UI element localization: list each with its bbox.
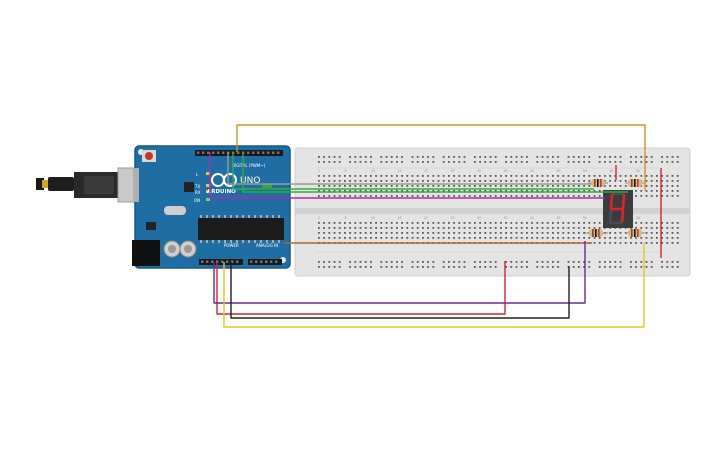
digital-header-label: DIGITAL (PWM~) xyxy=(232,163,266,168)
seven-segment-display[interactable]: 4 xyxy=(0,0,633,228)
column-number: 5 xyxy=(345,169,347,173)
column-number: 5 xyxy=(345,216,347,220)
column-number: 25 xyxy=(451,216,455,220)
led-label: RX xyxy=(195,190,201,195)
column-number: 40 xyxy=(530,216,534,220)
column-number: 25 xyxy=(451,169,455,173)
power-jack xyxy=(132,240,160,266)
led-label: TX xyxy=(194,184,200,189)
resistor xyxy=(588,179,608,187)
led-label: ON xyxy=(194,198,200,203)
column-number: 1 xyxy=(318,169,320,173)
wires xyxy=(209,124,662,328)
reset-button[interactable] xyxy=(142,150,156,162)
column-number: 50 xyxy=(583,216,587,220)
breadboard-holes xyxy=(318,156,679,268)
usb-cable xyxy=(36,167,139,203)
arduino-logo-icon: ARDUINO xyxy=(207,173,237,195)
segment-b xyxy=(621,193,626,210)
column-number: 40 xyxy=(530,169,534,173)
green-wire-2 xyxy=(242,152,628,193)
model-label: UNO xyxy=(240,176,260,186)
segment-digit xyxy=(608,192,626,225)
resistor xyxy=(625,229,645,237)
capacitor xyxy=(179,240,197,258)
atmega-chip xyxy=(198,215,284,243)
column-number: 35 xyxy=(504,216,508,220)
arduino-uno-board[interactable]: L TX RX ON ARDUINO UNO DIGITAL (PWM~) PO… xyxy=(132,145,291,269)
yellow-wire xyxy=(223,243,645,328)
column-number: 10 xyxy=(371,216,375,220)
analog-header-label: ANALOG IN xyxy=(256,243,278,248)
column-number: 60 xyxy=(636,169,640,173)
brand-label: ARDUINO xyxy=(207,189,236,195)
column-number: 45 xyxy=(557,216,561,220)
led-label: L xyxy=(196,172,199,177)
column-number: 15 xyxy=(398,216,402,220)
column-number: 60 xyxy=(636,216,640,220)
magenta-wire xyxy=(209,152,605,199)
black-wire xyxy=(230,262,570,319)
green-wire xyxy=(232,152,594,190)
orange-wire xyxy=(236,124,646,190)
digital-pin-header[interactable] xyxy=(195,150,283,156)
segment-f xyxy=(609,193,614,210)
column-number: 55 xyxy=(610,169,614,173)
column-number: 20 xyxy=(424,169,428,173)
column-number: 45 xyxy=(557,169,561,173)
purple-wire xyxy=(213,241,586,304)
column-number: 50 xyxy=(583,169,587,173)
column-number: 20 xyxy=(424,216,428,220)
capacitor xyxy=(163,240,181,258)
resistor xyxy=(625,179,645,187)
column-number: 10 xyxy=(371,169,375,173)
breadboard[interactable]: 1155101015152020252530303535404045455050… xyxy=(294,147,691,277)
board-leds: L TX RX ON xyxy=(194,172,210,203)
column-number: 35 xyxy=(504,169,508,173)
resistor xyxy=(585,229,608,237)
column-number: 30 xyxy=(477,216,481,220)
gray-wire xyxy=(227,152,591,185)
display-digit-value: 4 xyxy=(0,0,1,1)
red-wire xyxy=(216,261,506,315)
column-number: 15 xyxy=(398,169,402,173)
power-header-label: POWER xyxy=(224,243,239,248)
column-number: 30 xyxy=(477,169,481,173)
segment-c xyxy=(620,208,625,224)
segment-e xyxy=(608,208,613,224)
column-number: 1 xyxy=(318,216,320,220)
